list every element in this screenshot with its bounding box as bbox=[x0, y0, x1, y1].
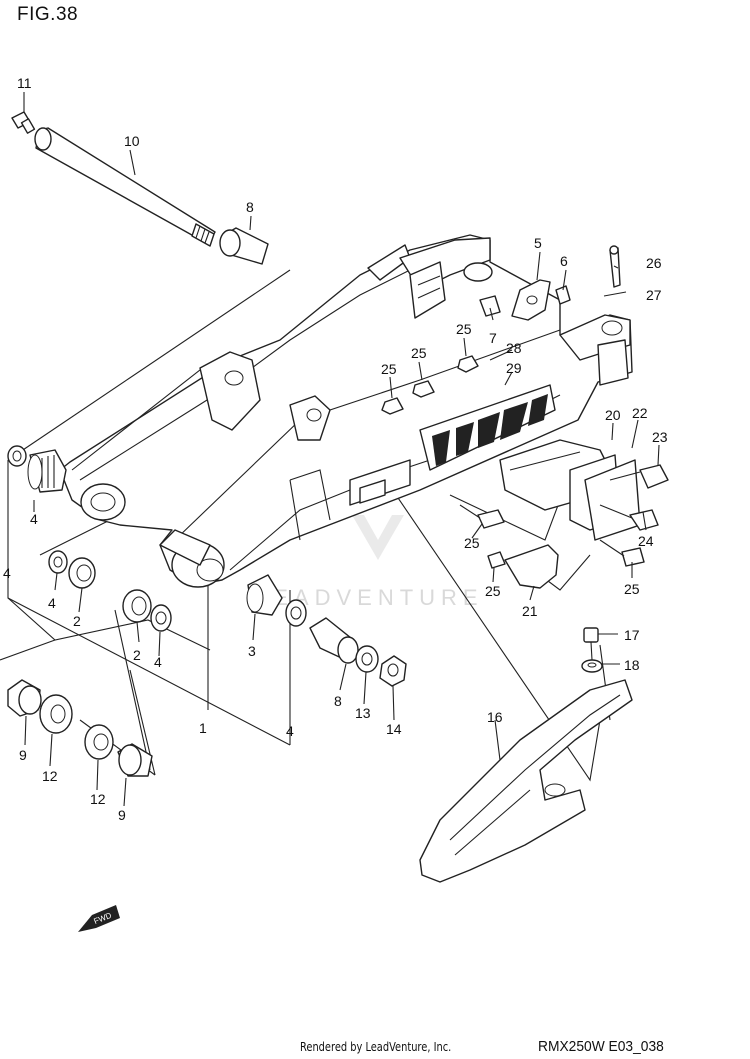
callout-19: 21 bbox=[522, 603, 538, 619]
chain-guide bbox=[419, 679, 633, 883]
callout-8-lower: 8 bbox=[334, 693, 342, 709]
callout-18: 20 bbox=[605, 407, 621, 423]
nut-25-b bbox=[412, 380, 435, 398]
bolt-21 bbox=[609, 464, 669, 489]
collar-9-right bbox=[117, 743, 153, 777]
callout-2-mid: 2 bbox=[133, 647, 141, 663]
bearing-right-3 bbox=[246, 574, 283, 616]
swingarm-body bbox=[59, 234, 633, 588]
callout-25-d: 25 bbox=[485, 583, 501, 599]
callout-4-left: 4 bbox=[48, 595, 56, 611]
spacer-collar-upper bbox=[219, 227, 269, 265]
washer-2-mid bbox=[122, 589, 152, 623]
callout-21: 23 bbox=[652, 429, 668, 445]
pivot-shaft bbox=[34, 127, 216, 247]
grease-nipple bbox=[11, 111, 36, 134]
bolt-23 bbox=[459, 504, 505, 529]
washer-17 bbox=[581, 659, 603, 673]
guard-plate bbox=[504, 544, 559, 589]
callout-29: 29 bbox=[506, 360, 522, 376]
callout-23: 25 bbox=[464, 535, 480, 551]
callout-25-b: 25 bbox=[411, 345, 427, 361]
bolt-16 bbox=[583, 627, 599, 661]
callout-4-mid: 4 bbox=[154, 654, 162, 670]
callout-24: 25 bbox=[624, 581, 640, 597]
footer-credit: Rendered by LeadVenture, Inc. bbox=[300, 1040, 452, 1054]
collar-9-left bbox=[7, 679, 42, 717]
seal-right-4 bbox=[285, 599, 307, 627]
callout-25-a: 25 bbox=[456, 321, 472, 337]
callout-13: 13 bbox=[355, 705, 371, 721]
callout-20: 22 bbox=[632, 405, 648, 421]
washer-12-left bbox=[39, 694, 73, 734]
callout-8-upper: 8 bbox=[246, 199, 254, 215]
callout-16: 17 bbox=[624, 627, 640, 643]
callout-10: 10 bbox=[124, 133, 140, 149]
cotter-pin bbox=[603, 245, 627, 297]
nut-25-d bbox=[487, 551, 506, 569]
chain-adjuster-bracket bbox=[479, 279, 571, 321]
callout-2-left: 2 bbox=[73, 613, 81, 629]
callout-14: 14 bbox=[386, 721, 402, 737]
collar-8-lower bbox=[309, 617, 359, 664]
callout-5: 5 bbox=[534, 235, 542, 251]
washer-12-right bbox=[84, 724, 114, 760]
seal-4-mid bbox=[150, 604, 172, 632]
callout-26: 26 bbox=[646, 255, 662, 271]
nut-25-a bbox=[457, 355, 479, 373]
callout-6: 6 bbox=[560, 253, 568, 269]
nut-14 bbox=[379, 655, 407, 687]
callout-12-left: 12 bbox=[42, 768, 58, 784]
watermark-logo bbox=[352, 515, 404, 560]
seal-4-lower bbox=[48, 550, 68, 574]
guard-bracket bbox=[499, 439, 641, 541]
diagram-code: RMX250W E03_038 bbox=[538, 1038, 664, 1055]
callout-4-right: 4 bbox=[286, 723, 294, 739]
callout-27: 27 bbox=[646, 287, 662, 303]
bolt-24 bbox=[599, 539, 645, 567]
callout-22: 24 bbox=[638, 533, 654, 549]
leader-lines bbox=[23, 92, 660, 807]
callout-17: 18 bbox=[624, 657, 640, 673]
nut-25-c bbox=[381, 397, 404, 415]
callout-9-right: 9 bbox=[118, 807, 126, 823]
callout-3-left: 4 bbox=[30, 511, 38, 527]
washer-2-left bbox=[68, 557, 96, 589]
callout-25-c: 25 bbox=[381, 361, 397, 377]
callout-labels: 11 10 8 5 6 26 27 7 25 25 25 28 29 20 22… bbox=[3, 75, 668, 823]
figure-title: FIG.38 bbox=[17, 4, 79, 25]
callout-7: 7 bbox=[489, 330, 497, 346]
bearing-left-3 bbox=[27, 449, 67, 493]
callout-9-left: 9 bbox=[19, 747, 27, 763]
callout-28: 28 bbox=[506, 340, 522, 356]
callout-4-far-left: 4 bbox=[3, 565, 11, 581]
callout-11: 11 bbox=[17, 75, 32, 91]
seal-left-4 bbox=[7, 445, 27, 467]
assembly-guide-lines bbox=[0, 269, 611, 782]
forward-arrow-icon: FWD bbox=[78, 905, 120, 932]
callout-15: 16 bbox=[487, 709, 503, 725]
washer-13 bbox=[355, 645, 379, 673]
callout-1: 1 bbox=[199, 720, 207, 736]
callout-3-right: 3 bbox=[248, 643, 256, 659]
callout-12-right: 12 bbox=[90, 791, 106, 807]
